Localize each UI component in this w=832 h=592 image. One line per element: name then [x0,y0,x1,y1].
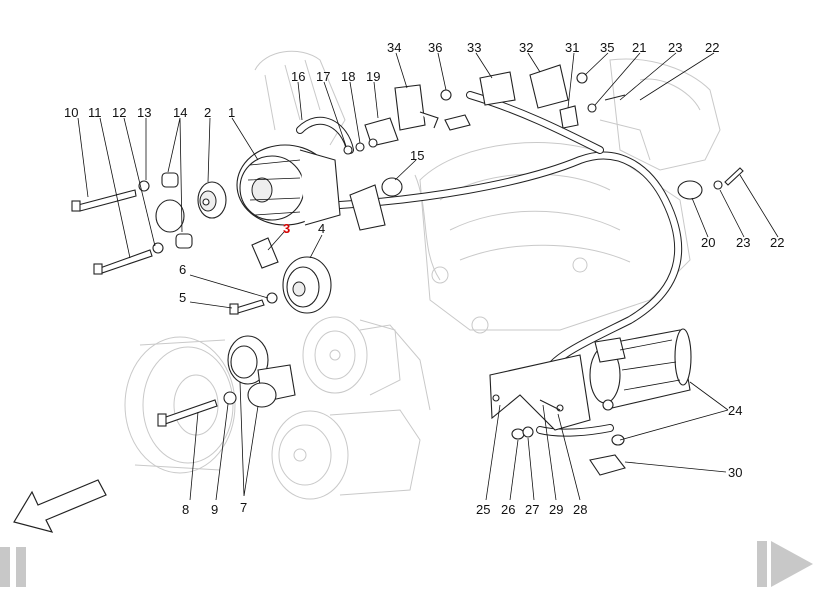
callout-2: 2 [204,105,211,120]
crank-bolt-washer [157,391,237,427]
callout-34: 34 [387,40,401,55]
callout-3-highlighted[interactable]: 3 [283,221,290,236]
callout-labels: 10 11 12 13 14 2 1 16 17 18 19 34 36 33 … [64,40,784,517]
callout-23-top: 23 [668,40,682,55]
callout-27: 27 [525,502,539,517]
pause-bars-icon [0,547,26,587]
callout-6: 6 [179,262,186,277]
callout-15: 15 [410,148,424,163]
callout-20: 20 [701,235,715,250]
callout-11: 11 [88,105,102,120]
callout-17: 17 [316,69,330,84]
alternator-fasteners [71,172,193,275]
harness-brackets [343,64,626,231]
callout-16: 16 [291,69,305,84]
callout-32: 32 [519,40,533,55]
arrow-left-down-icon [13,479,107,533]
callout-26: 26 [501,502,515,517]
idler-pulley [282,256,332,314]
callout-12: 12 [112,105,126,120]
callout-22-top: 22 [705,40,719,55]
callout-1: 1 [228,105,235,120]
callout-29: 29 [549,502,563,517]
alternator-pulley [197,181,227,219]
starter-bracket [489,354,614,440]
callout-leader-lines [77,52,779,501]
callout-21: 21 [632,40,646,55]
callout-8: 8 [182,502,189,517]
callout-10: 10 [64,105,78,120]
drive-belt [251,237,279,269]
crankshaft-pulley [124,336,236,474]
ac-compressor [271,324,431,500]
callout-25: 25 [476,502,490,517]
alternator [236,144,341,226]
callout-36: 36 [428,40,442,55]
starter-motor [589,328,692,409]
callout-7: 7 [240,500,247,515]
callout-9: 9 [211,502,218,517]
callout-5: 5 [179,290,186,305]
power-steering-pump [302,316,401,396]
callout-28: 28 [573,502,587,517]
play-triangle-icon [757,541,813,587]
callout-31: 31 [565,40,579,55]
callout-14: 14 [173,105,187,120]
cable-terminal-right [677,167,744,200]
callout-23-right: 23 [736,235,750,250]
callout-4: 4 [318,221,325,236]
previous-button[interactable] [0,543,30,587]
idler-bolt-washer [229,292,278,315]
callout-30: 30 [728,465,742,480]
callout-24: 24 [728,403,742,418]
callout-33: 33 [467,40,481,55]
callout-13: 13 [137,105,151,120]
callout-22-right: 22 [770,235,784,250]
callout-19: 19 [366,69,380,84]
belt-tensioner [227,335,296,408]
callout-18: 18 [341,69,355,84]
next-button[interactable] [757,537,815,587]
callout-35: 35 [600,40,614,55]
starter-cable-end [589,434,626,476]
